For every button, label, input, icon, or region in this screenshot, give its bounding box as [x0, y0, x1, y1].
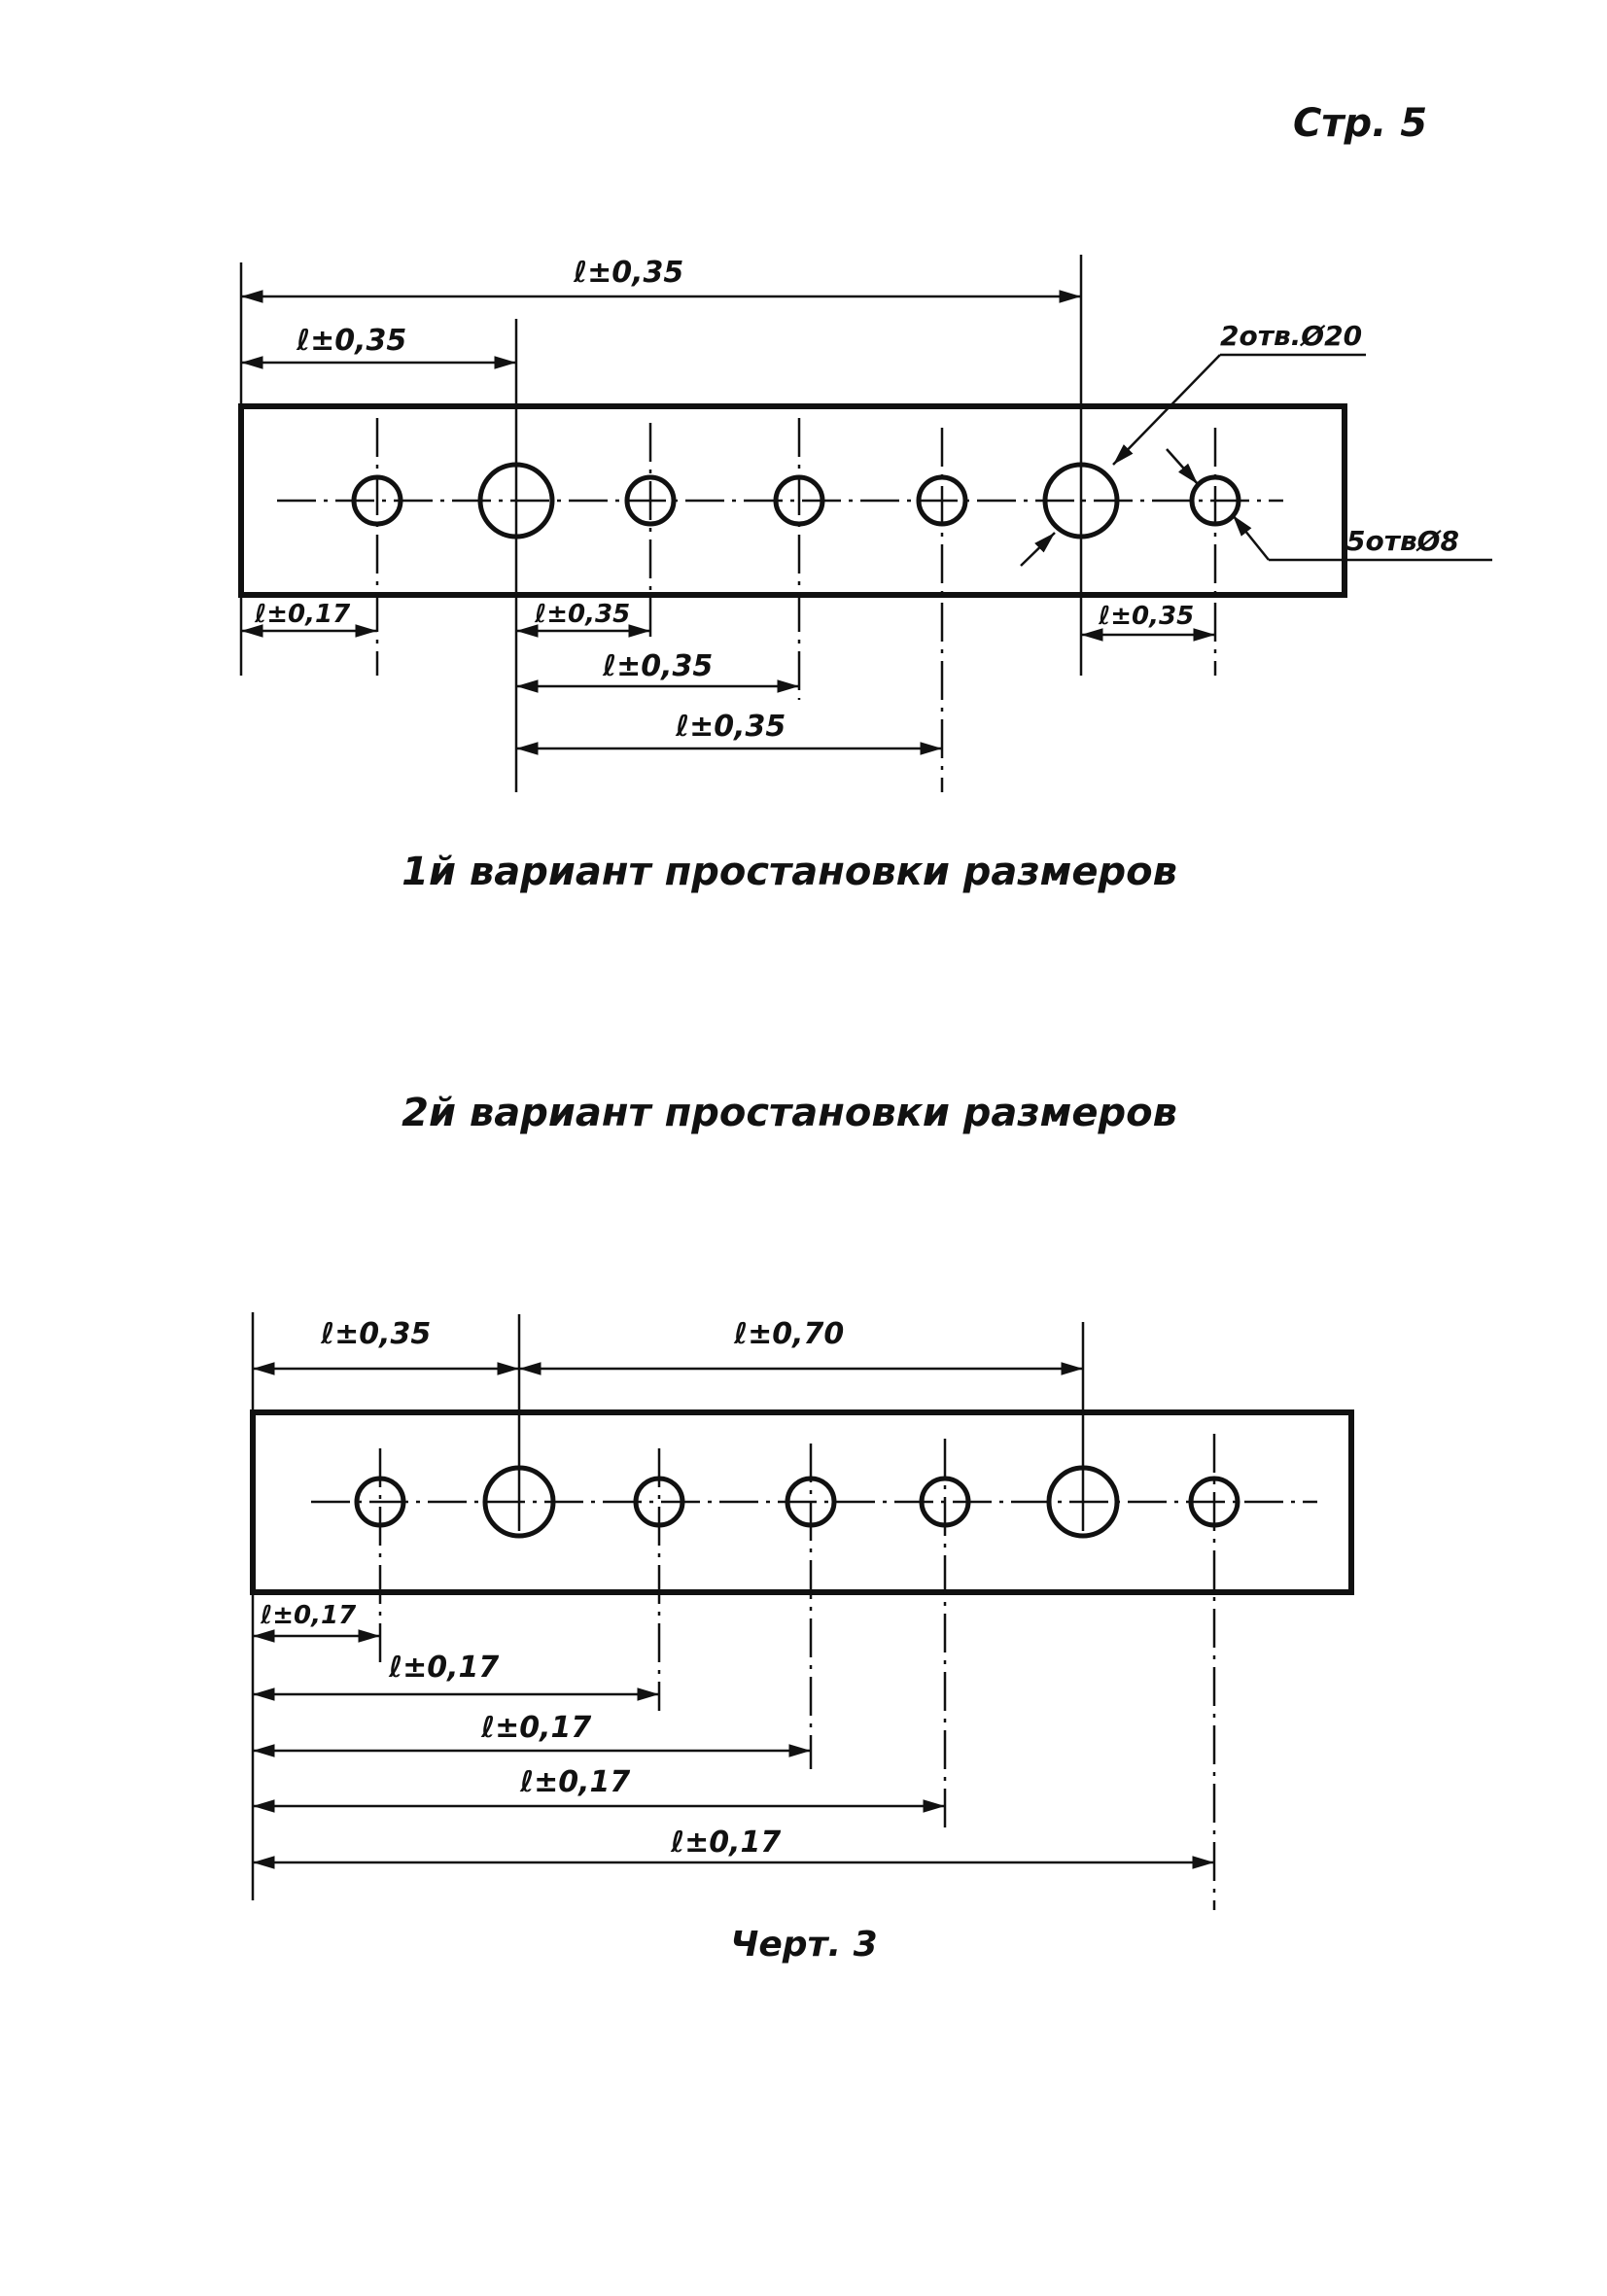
- variant1-caption: 1й вариант простановки размеров: [402, 850, 1177, 894]
- extension-lines: [239, 255, 1217, 792]
- hole-small: [624, 474, 677, 527]
- dimension-label: ℓ±0,17: [519, 1765, 630, 1799]
- variant2-caption: 2й вариант простановки размеров: [402, 1091, 1177, 1135]
- extension-lines: [251, 1312, 1216, 1910]
- dimension-label: ℓ±0,17: [254, 600, 351, 629]
- dimension-label: ℓ±0,17: [670, 1826, 781, 1860]
- leader-line: [1232, 514, 1270, 561]
- dimension-label: ℓ±0,35: [602, 649, 713, 683]
- leader-line: [1166, 448, 1199, 485]
- dimension-label: ℓ±0,35: [573, 256, 683, 290]
- callout-small-holes: 5отвØ8: [1346, 525, 1459, 557]
- dimension-label: ℓ±0,35: [534, 600, 630, 629]
- leader-line: [1020, 532, 1056, 567]
- page-number: Стр. 5: [1293, 101, 1427, 146]
- leader-line: [1112, 354, 1221, 466]
- variant2-drawing: ℓ±0,35 ℓ±0,70 ℓ±0,17 ℓ±0,17 ℓ±0,17 ℓ±0,1…: [250, 1312, 1354, 1910]
- figure-label: Черт. 3: [730, 1925, 877, 1965]
- dimension-label: ℓ±0,70: [733, 1317, 844, 1351]
- dimension-label: ℓ±0,35: [320, 1317, 431, 1351]
- dimension-label: ℓ±0,35: [1098, 602, 1194, 631]
- dimension-label: ℓ±0,35: [675, 710, 786, 744]
- callout-large-holes: 2отв.Ø20: [1220, 320, 1362, 352]
- dimension-label: ℓ±0,35: [296, 324, 406, 358]
- dimension-label: ℓ±0,17: [260, 1601, 357, 1630]
- dimension-label: ℓ±0,17: [480, 1711, 591, 1745]
- dimension-label: ℓ±0,17: [388, 1651, 499, 1685]
- variant1-drawing: ℓ±0,35 ℓ±0,35 ℓ±0,17 ℓ±0,35 ℓ±0,35 ℓ±0,3…: [238, 255, 1492, 792]
